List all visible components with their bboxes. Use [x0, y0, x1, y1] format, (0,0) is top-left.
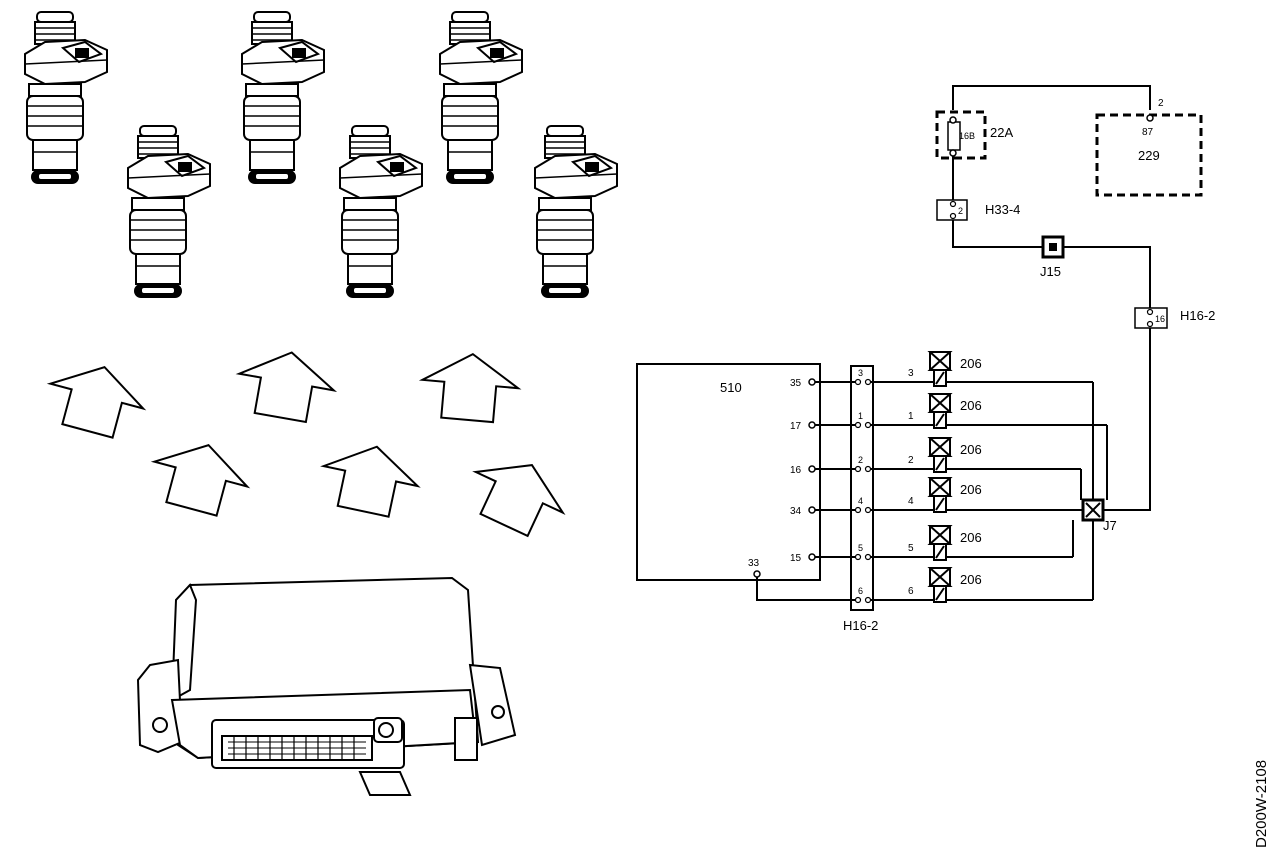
connector-pin — [854, 506, 862, 514]
connector-pin-label: 5 — [858, 543, 863, 553]
connector-h16-bottom-label: H16-2 — [843, 618, 878, 633]
fuse-22a-box — [935, 110, 987, 160]
connector-pin — [864, 596, 872, 604]
wire — [756, 577, 858, 601]
injector-symbol — [929, 351, 951, 387]
ecu-pin-terminal — [808, 378, 816, 386]
connector-h16-strip — [850, 365, 874, 611]
ecu-label: 510 — [720, 380, 742, 395]
injector-symbol — [929, 477, 951, 513]
wire-number: 4 — [908, 496, 914, 507]
connector-pin — [864, 378, 872, 386]
injector-label: 206 — [960, 356, 982, 371]
connector-pin — [854, 596, 862, 604]
ecu-pin-label: 35 — [790, 378, 802, 389]
ecu-pin-terminal — [808, 553, 816, 561]
ecu-pin-label: 17 — [790, 421, 802, 432]
connector-h16-top-label: H16-2 — [1180, 308, 1215, 323]
wire-number: 5 — [908, 543, 914, 554]
connector-pin — [864, 506, 872, 514]
relay-label: 229 — [1138, 148, 1160, 163]
connector-h33-label: H33-4 — [985, 202, 1020, 217]
injector-label: 206 — [960, 442, 982, 457]
connector-pin-label: 1 — [858, 411, 863, 421]
ecu-pin-label: 34 — [790, 506, 802, 517]
relay-pin-87: 87 — [1142, 127, 1154, 138]
connector-pin — [854, 421, 862, 429]
fuse-number: 16B — [959, 131, 975, 141]
connector-pin — [854, 465, 862, 473]
injector-symbol — [929, 393, 951, 429]
wire-number: 6 — [908, 586, 914, 597]
ecu-pin-terminal — [808, 421, 816, 429]
h33-pin: 2 — [958, 206, 963, 216]
wire-number: 2 — [908, 455, 914, 466]
schematic: 16B 22A 2 87 229 2 H33-4 J15 16 H16-2 J7 — [636, 85, 1270, 848]
ecu-pin-terminal — [808, 506, 816, 514]
connector-pin-label: 3 — [858, 368, 863, 378]
connector-pin-label: 4 — [858, 496, 863, 506]
wire-number: 3 — [908, 368, 914, 379]
fuse-label: 22A — [990, 125, 1013, 140]
ecu-pin-label: 15 — [790, 553, 802, 564]
ecu-510-box — [636, 363, 821, 581]
injector-symbol — [929, 525, 951, 561]
connector-pin-label: 6 — [858, 586, 863, 596]
injector-label: 206 — [960, 482, 982, 497]
injector-label: 206 — [960, 530, 982, 545]
ecu-illustration — [136, 576, 517, 796]
injector-symbol — [929, 567, 951, 603]
injector-label: 206 — [960, 398, 982, 413]
figure-id: D200W-2108 — [1253, 760, 1270, 848]
junction-j15-label: J15 — [1040, 264, 1061, 279]
ecu-pin-label: 16 — [790, 465, 802, 476]
wire-number: 1 — [908, 411, 914, 422]
h16-top-pin: 16 — [1155, 314, 1165, 324]
junction-j7-label: J7 — [1103, 518, 1117, 533]
connector-pin — [864, 421, 872, 429]
injector-symbol — [929, 437, 951, 473]
flow-arrows — [40, 343, 577, 547]
injector-label: 206 — [960, 572, 982, 587]
ecu-pin-terminal — [753, 570, 761, 578]
injector-illustrations — [24, 11, 618, 299]
ecu-pin-terminal — [808, 465, 816, 473]
connector-pin — [854, 553, 862, 561]
connector-pin-label: 2 — [858, 455, 863, 465]
relay-pin-top: 2 — [1158, 98, 1164, 109]
connector-pin — [854, 378, 862, 386]
ecu-pin-label: 33 — [748, 558, 760, 569]
connector-pin — [864, 553, 872, 561]
connector-pin — [864, 465, 872, 473]
